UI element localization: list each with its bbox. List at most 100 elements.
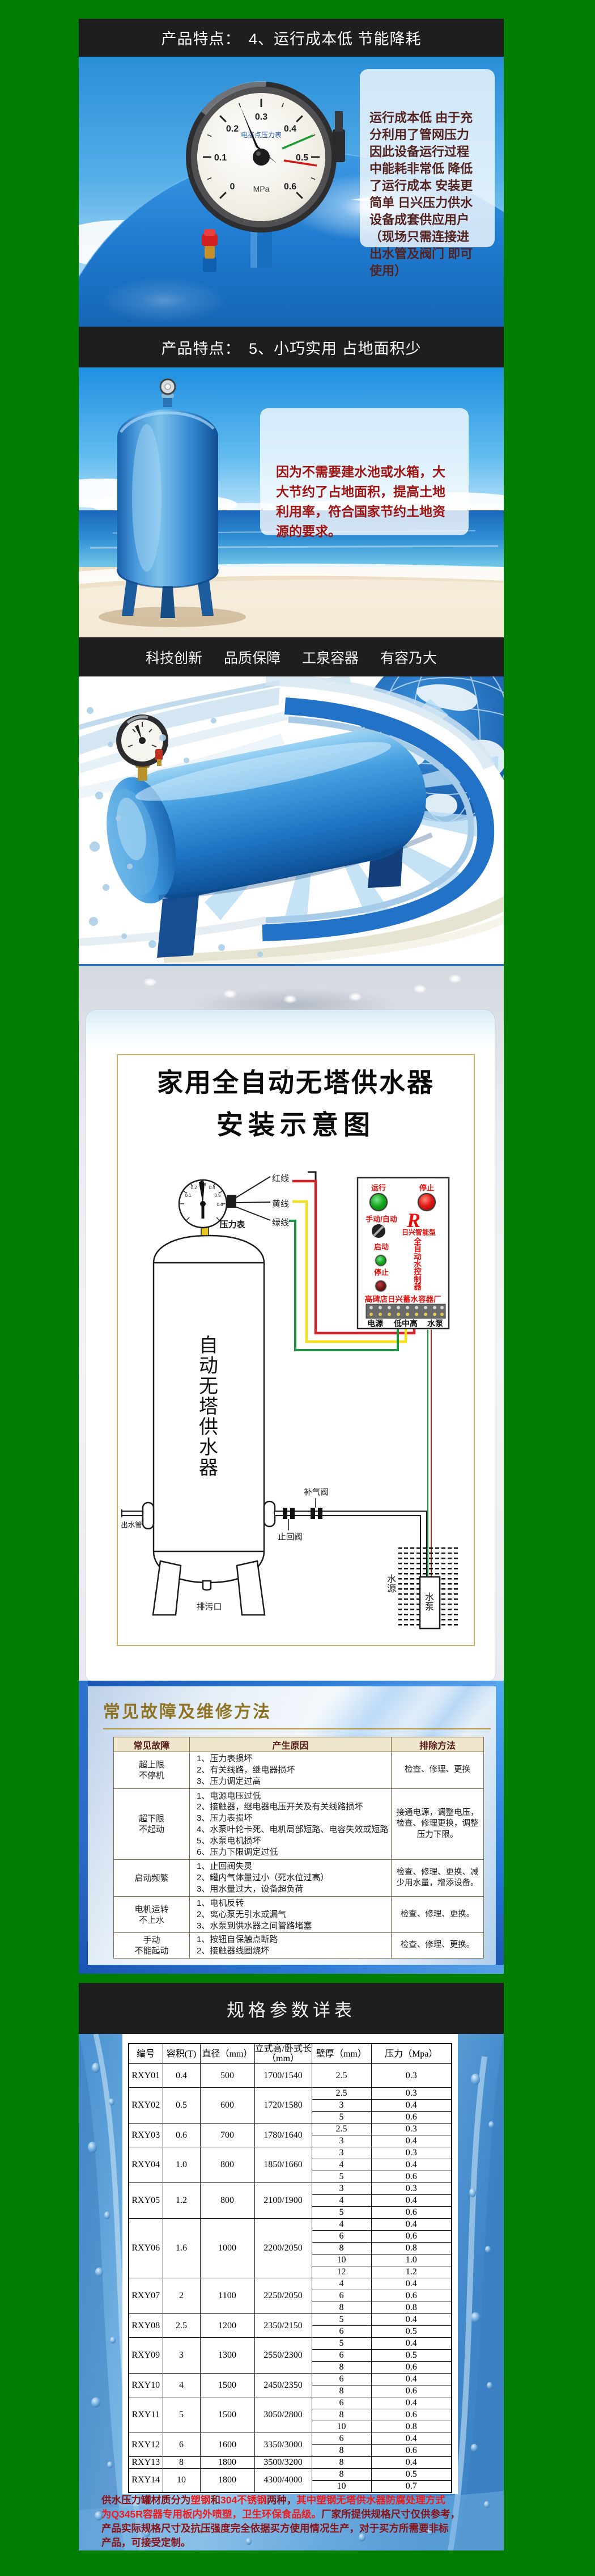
vertical-tank-illustration bbox=[116, 378, 219, 618]
spec-thickness-cell: 8 bbox=[311, 2242, 372, 2254]
spec-pressure-cell: 0.5 bbox=[371, 2468, 452, 2481]
spec-pressure-cell: 0.3 bbox=[371, 2147, 452, 2159]
spec-pressure-cell: 0.8 bbox=[371, 2242, 452, 2254]
spec-length-cell: 1780/1640 bbox=[254, 2123, 312, 2147]
spec-thickness-cell: 4 bbox=[311, 2218, 372, 2231]
fault-name-cell: 启动频繁 bbox=[113, 1859, 190, 1897]
gauge-unit-label: MPa bbox=[253, 184, 270, 193]
spec-pressure-cell: 0.4 bbox=[371, 2218, 452, 2231]
footnote-segment: 产品实际规格尺寸及抗压强度完全依据买方使用情况生产，对于买方所需要非标 bbox=[101, 2523, 449, 2534]
spec-length-cell: 1700/1540 bbox=[254, 2063, 312, 2088]
diagram-title-line2: 安装示意图 bbox=[216, 1110, 375, 1140]
spec-thickness-cell: 5 bbox=[311, 2111, 372, 2124]
terminal-levels-label: 低中高 bbox=[394, 1319, 418, 1328]
fault-causes-cell: 1、电机反转 2、离心泵无引水或漏气 3、水泵到供水器之间管路堵塞 bbox=[189, 1896, 392, 1934]
fault-name-cell: 电机运转 不上水 bbox=[113, 1896, 190, 1934]
spec-code-cell: RXY08 bbox=[128, 2313, 163, 2338]
footnote-segment: 供水压力罐材质分为 bbox=[101, 2494, 191, 2506]
slogan-item: 科技创新 bbox=[145, 650, 202, 666]
spec-length-cell: 1720/1580 bbox=[254, 2087, 312, 2124]
content-column: 产品特点： 4、运行成本低 节能降耗 bbox=[79, 0, 504, 2576]
spec-thickness-cell: 8 bbox=[311, 2385, 372, 2397]
spec-pressure-cell: 0.6 bbox=[371, 2171, 452, 2183]
fault-title-underline bbox=[103, 1728, 491, 1729]
fault-top-edge bbox=[79, 1681, 504, 1686]
spotlight-dot bbox=[220, 988, 240, 1000]
spec-length-cell: 2450/2350 bbox=[254, 2373, 312, 2397]
fault-bottom-edge bbox=[79, 1965, 504, 1974]
slogan-items: 科技创新品质保障工泉容器有容乃大 bbox=[146, 647, 437, 667]
spec-pressure-cell: 0.3 bbox=[371, 2182, 452, 2195]
spec-pressure-cell: 0.3 bbox=[371, 2123, 452, 2135]
spec-volume-cell: 5 bbox=[162, 2397, 201, 2433]
fault-section-title: 常见故障及维修方法 bbox=[103, 1703, 271, 1721]
spec-diameter-cell: 1300 bbox=[199, 2337, 255, 2374]
spec-diameter-cell: 1600 bbox=[199, 2433, 255, 2457]
controller-stop2-label: 停止 bbox=[373, 1268, 389, 1277]
controller-start-label: 启动 bbox=[373, 1242, 389, 1251]
beach-photo-section: 因为不需要建水池或水箱，大 大节约了占地面积，提高土地 利用率，符合国家节约土地… bbox=[79, 367, 504, 637]
spec-code-cell: RXY05 bbox=[128, 2182, 163, 2219]
spec-volume-cell: 6 bbox=[162, 2433, 201, 2457]
slogan-bar: 科技创新品质保障工泉容器有容乃大 bbox=[79, 637, 504, 676]
spec-thickness-cell: 6 bbox=[311, 2397, 372, 2409]
spec-length-cell: 3050/2800 bbox=[254, 2397, 312, 2433]
spec-pressure-cell: 0.6 bbox=[371, 2206, 452, 2219]
spec-thickness-cell: 10 bbox=[311, 2480, 372, 2493]
spec-thickness-cell: 6 bbox=[311, 2290, 372, 2302]
spec-thickness-cell: 8 bbox=[311, 2468, 372, 2481]
fault-fix-cell: 检查、修理、更换。 bbox=[391, 1896, 484, 1934]
spec-thickness-cell: 2.5 bbox=[311, 2063, 372, 2088]
footnote-segment: 和 bbox=[210, 2494, 221, 2506]
spec-thickness-cell: 5 bbox=[311, 2171, 372, 2183]
diagram-gauge-tick: 0.1 bbox=[185, 1193, 192, 1198]
spec-pressure-cell: 0.4 bbox=[371, 2159, 452, 2171]
spec-pressure-cell: 0.4 bbox=[371, 2337, 452, 2350]
spec-table-header: 容积(T) bbox=[162, 2043, 201, 2064]
fault-table-header: 产生原因 bbox=[189, 1737, 392, 1752]
spec-code-cell: RXY04 bbox=[128, 2147, 163, 2183]
gauge-tick-6: 0.6 bbox=[284, 182, 296, 192]
spec-pressure-cell: 0.5 bbox=[371, 2349, 452, 2362]
gauge-tick-5: 0.5 bbox=[296, 153, 308, 163]
spec-length-cell: 2250/2050 bbox=[254, 2278, 312, 2314]
check-valve-label: 止回阀 bbox=[278, 1533, 303, 1542]
spec-thickness-cell: 8 bbox=[311, 2361, 372, 2374]
installation-diagram-page: 家用全自动无塔供水器 安装示意图 bbox=[86, 1010, 495, 1681]
slogan-item: 有容乃大 bbox=[380, 650, 437, 666]
fault-fix-cell: 检查、修理、更换。 bbox=[391, 1932, 484, 1959]
spec-volume-cell: 10 bbox=[162, 2468, 201, 2493]
spec-pressure-cell: 1.0 bbox=[371, 2254, 452, 2266]
spec-pressure-cell: 0.4 bbox=[371, 2099, 452, 2112]
footnote-line: 供水压力罐材质分为塑钢和304不锈钢两种，其中塑钢无塔供水器防腐处理方式 bbox=[101, 2493, 445, 2507]
pump-label: 水 泵 bbox=[424, 1593, 435, 1612]
installation-diagram-zone: 家用全自动无塔供水器 安装示意图 bbox=[79, 964, 504, 1681]
spec-pressure-cell: 0.4 bbox=[371, 2313, 452, 2326]
spec-thickness-cell: 3 bbox=[311, 2099, 372, 2112]
gauge-brand-label: 电接点压力表 bbox=[241, 130, 282, 139]
gauge-tick-0: 0 bbox=[230, 182, 235, 192]
spec-volume-cell: 0.6 bbox=[162, 2123, 201, 2147]
spec-volume-cell: 3 bbox=[162, 2337, 201, 2374]
wire-red-label: 红线 bbox=[272, 1174, 290, 1183]
diagram-gauge-tick: 0.2 bbox=[190, 1185, 197, 1190]
spec-pressure-cell: 0.6 bbox=[371, 2290, 452, 2302]
fault-right-edge bbox=[496, 1681, 504, 1974]
spec-diameter-cell: 700 bbox=[199, 2123, 255, 2147]
installation-diagram-drawing: 0.1 0.2 0.3 0.4 0.5 0.6 bbox=[121, 1171, 458, 1630]
footnote-segment: 304不锈钢 bbox=[220, 2494, 267, 2506]
footnote-segment: 两种， bbox=[266, 2494, 297, 2506]
terminal-power-label: 电源 bbox=[367, 1319, 383, 1328]
